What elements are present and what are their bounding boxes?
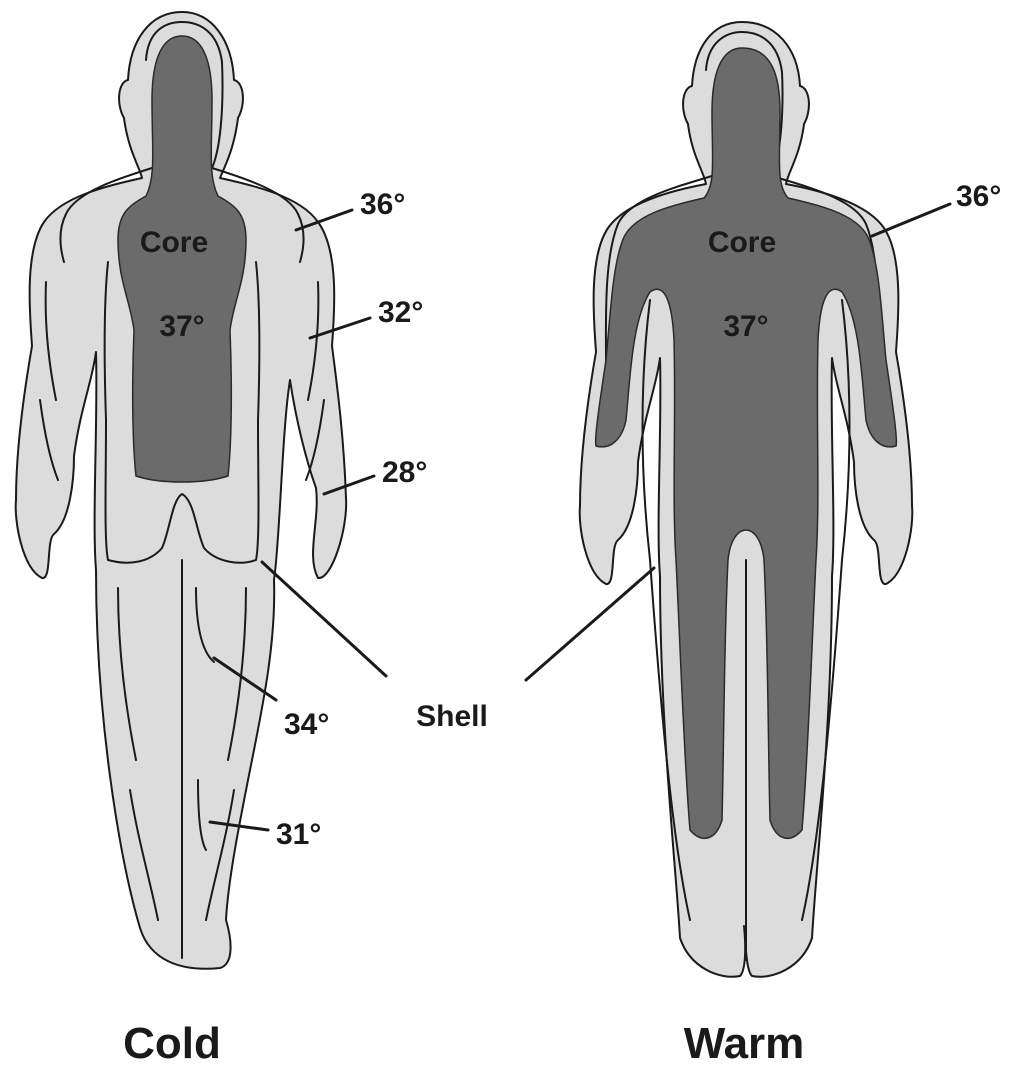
cold-core-label: Core [140, 226, 208, 259]
warm-core-label: Core [708, 226, 776, 259]
shell-leader-warm [526, 568, 654, 680]
warm-caption: Warm [684, 1019, 805, 1065]
cold-core-temp: 37° [159, 310, 204, 343]
cold-shoulder-temp: 36° [360, 188, 405, 221]
warm-figure [580, 22, 913, 977]
shell-label: Shell [416, 700, 488, 733]
cold-hand-temp: 28° [382, 456, 427, 489]
cold-thigh-temp: 34° [284, 708, 329, 741]
warm-core-temp: 37° [723, 310, 768, 343]
cold-lower-leg-temp: 31° [276, 818, 321, 851]
warm-shoulder-leader [872, 204, 950, 236]
cold-upper-arm-temp: 32° [378, 296, 423, 329]
shell-leader-cold [262, 562, 386, 676]
cold-caption: Cold [123, 1019, 221, 1065]
warm-shoulder-temp: 36° [956, 180, 1001, 213]
